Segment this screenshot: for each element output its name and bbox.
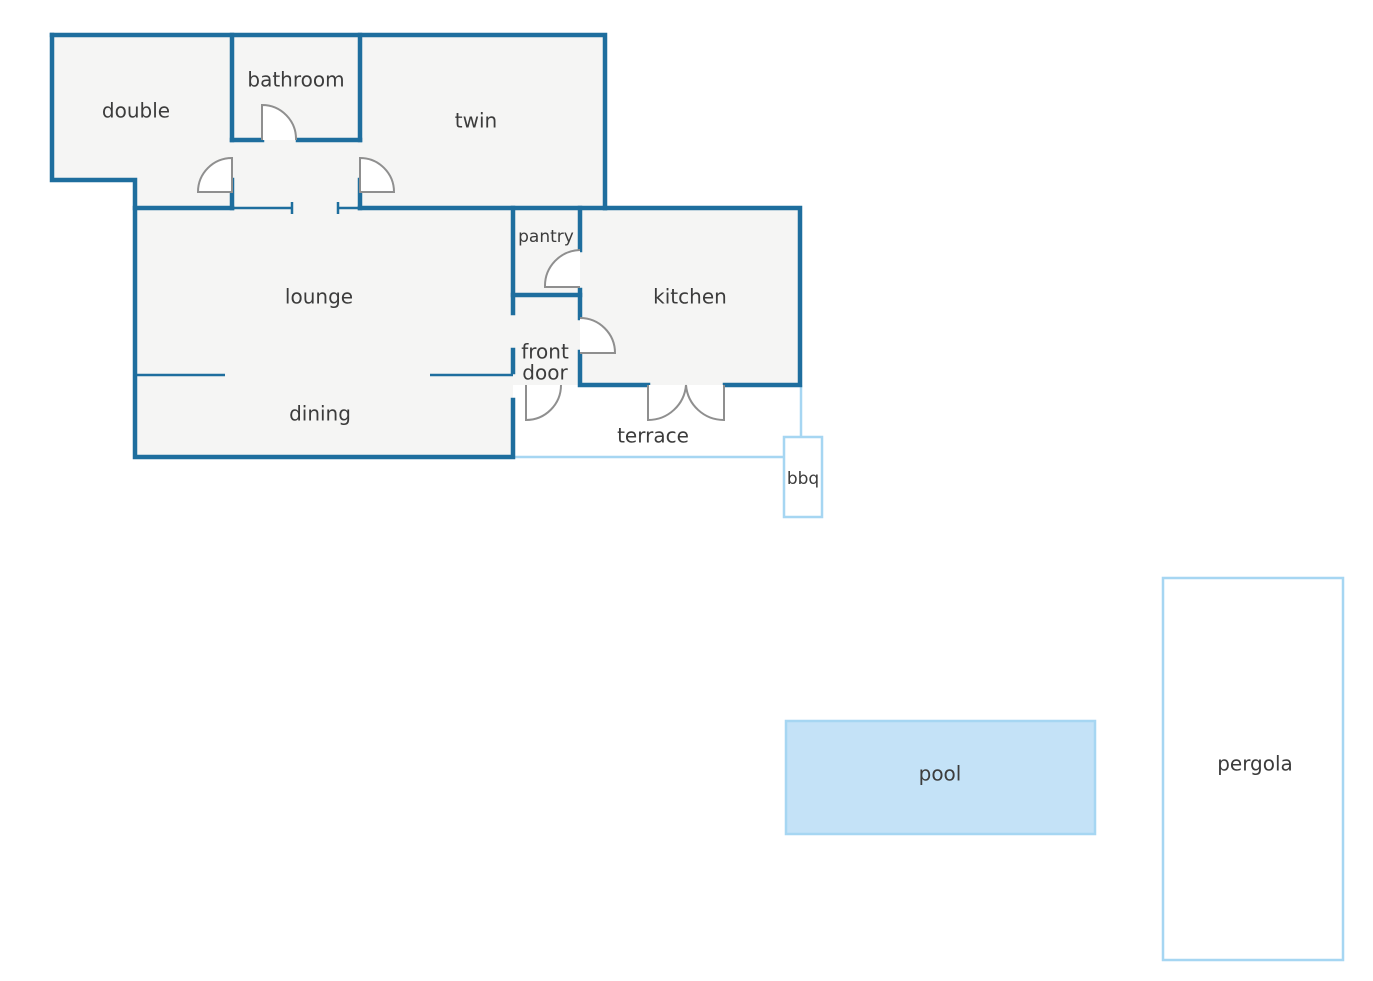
label-pool: pool	[919, 762, 962, 786]
bbq-outline	[782, 435, 824, 519]
label-dining: dining	[289, 402, 351, 426]
label-bathroom: bathroom	[247, 68, 344, 92]
label-double: double	[102, 99, 170, 123]
outdoor-outlines	[513, 385, 1345, 962]
pergola-outline	[1161, 576, 1345, 962]
label-front-door-line1: front	[521, 340, 569, 364]
label-twin: twin	[455, 109, 497, 133]
label-bbq: bbq	[787, 469, 819, 489]
label-pantry: pantry	[518, 227, 574, 247]
label-lounge: lounge	[285, 285, 353, 309]
label-front-door-line2: door	[522, 361, 568, 385]
pool-shape	[784, 719, 1097, 836]
label-terrace: terrace	[617, 424, 689, 448]
label-pergola: pergola	[1217, 752, 1293, 776]
room-labels: double bathroom twin pantry lounge kitch…	[102, 68, 1293, 786]
walls	[49, 32, 803, 460]
label-kitchen: kitchen	[653, 285, 727, 309]
doors	[196, 103, 725, 422]
